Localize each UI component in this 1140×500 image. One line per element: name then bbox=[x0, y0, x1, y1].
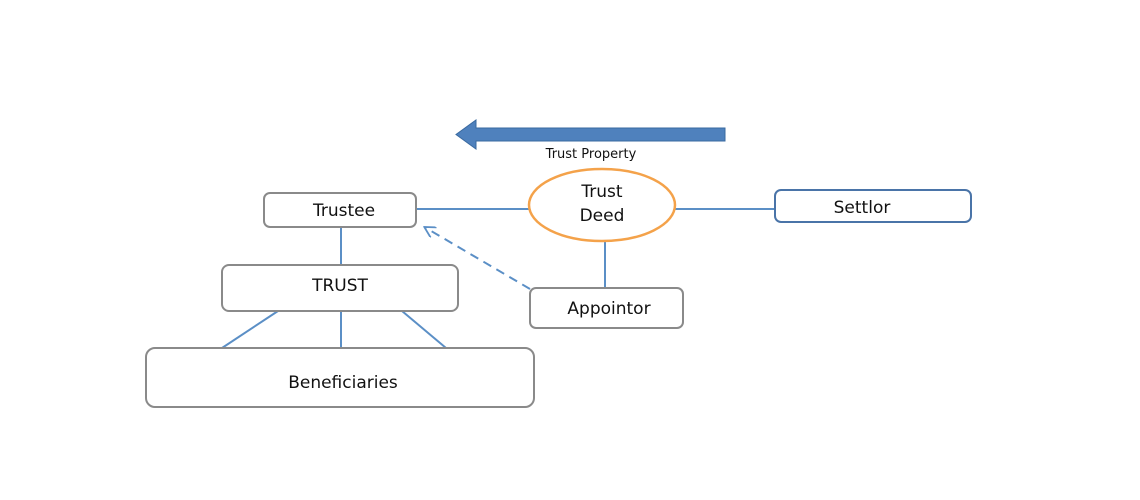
trust-label: TRUST bbox=[311, 276, 368, 296]
settlor-label: Settlor bbox=[834, 198, 891, 218]
trust-beneficiaries-connector-right bbox=[401, 310, 447, 349]
beneficiaries-label: Beneficiaries bbox=[288, 373, 398, 393]
settlor-node bbox=[774, 189, 972, 223]
appointor-node bbox=[529, 287, 684, 329]
trustee-node bbox=[263, 192, 417, 228]
beneficiaries-node bbox=[145, 347, 535, 408]
trustee-label: Trustee bbox=[312, 201, 375, 221]
trust-deed-node bbox=[527, 167, 677, 243]
trust-property-label: Trust Property bbox=[545, 147, 637, 162]
trust-deed-label-line2: Deed bbox=[580, 206, 625, 226]
trust-property-arrow bbox=[455, 119, 726, 150]
appointor-trustee-dashed-arrow bbox=[426, 228, 531, 290]
trust-node bbox=[221, 264, 459, 312]
appointor-label: Appointor bbox=[567, 299, 650, 319]
trust-beneficiaries-connector-left bbox=[221, 310, 279, 349]
trust-deed-label-line1: Trust bbox=[580, 182, 623, 202]
